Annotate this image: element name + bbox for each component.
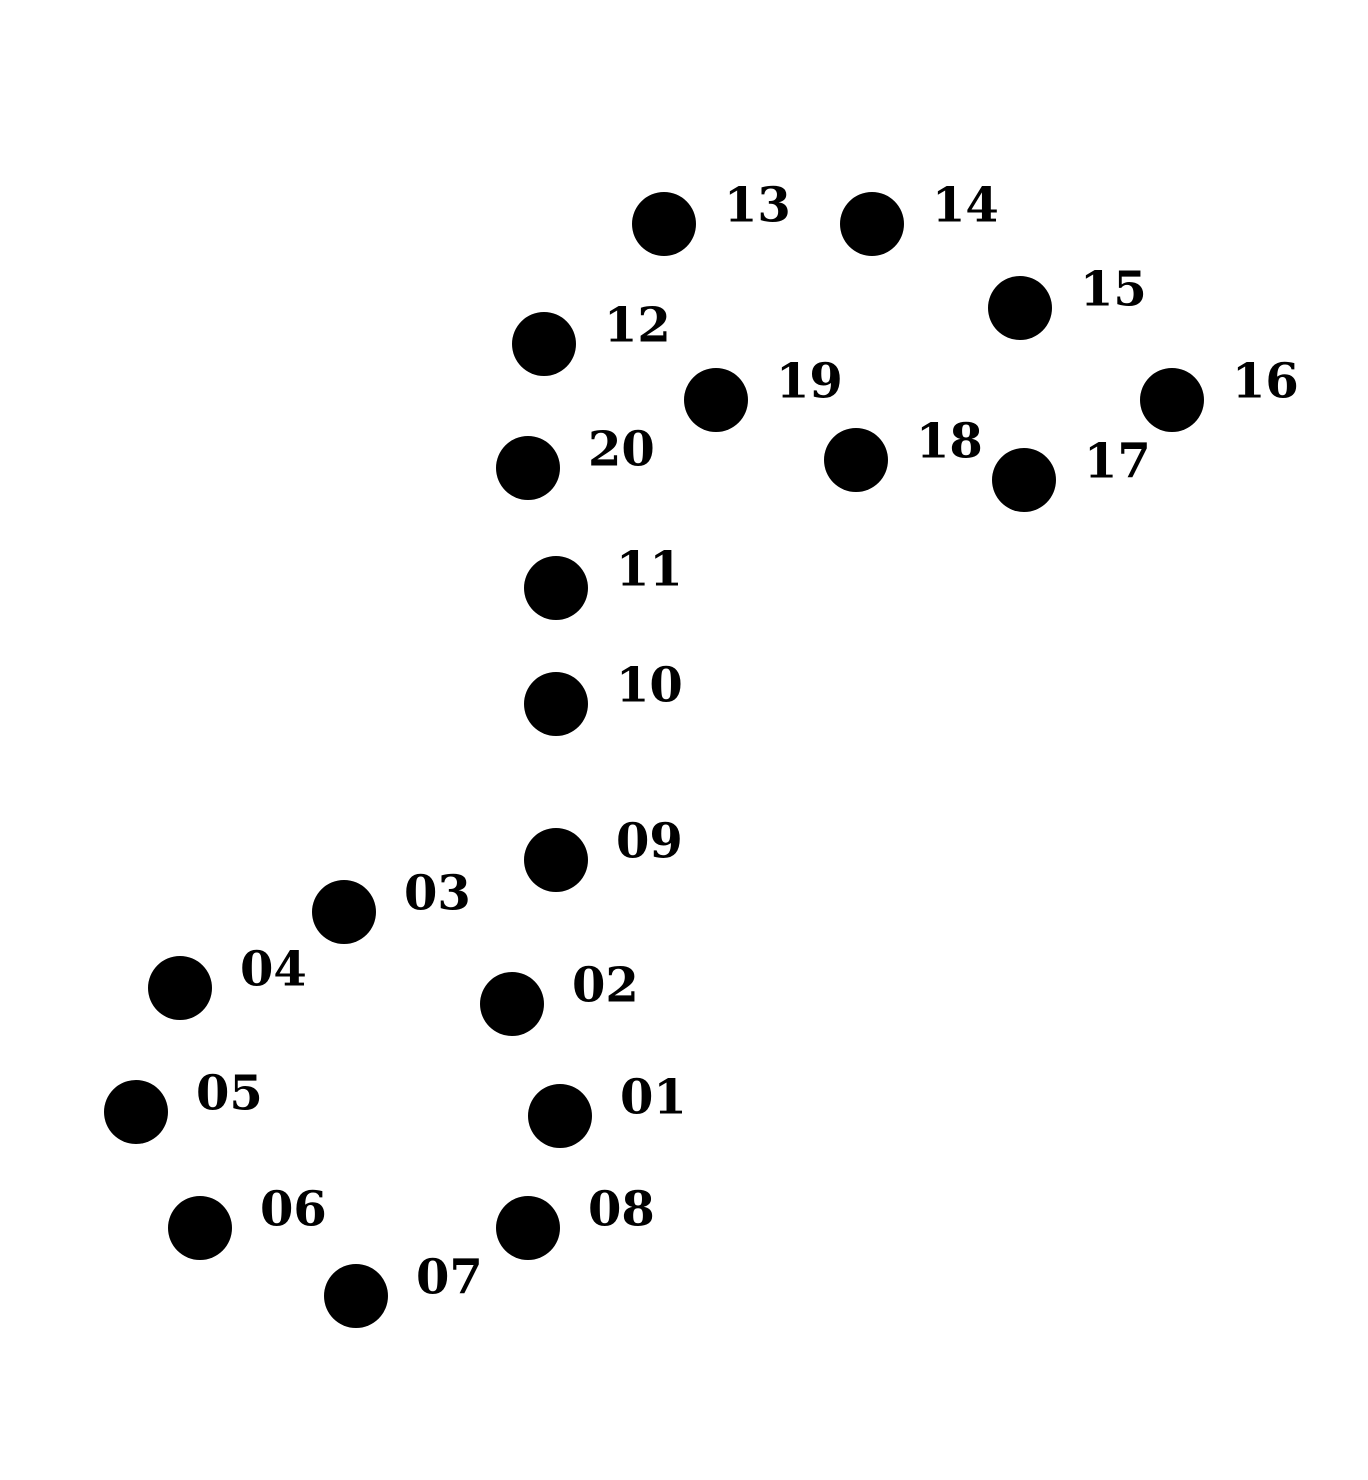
dot-number-label: 19	[776, 354, 843, 410]
dot-marker	[480, 972, 544, 1036]
dot-marker	[524, 556, 588, 620]
puzzle-dot-02: 02	[480, 958, 639, 1036]
dot-number-label: 20	[588, 422, 655, 478]
dot-marker	[148, 956, 212, 1020]
dot-number-label: 05	[196, 1066, 263, 1122]
puzzle-dot-04: 04	[148, 942, 307, 1020]
dot-marker	[312, 880, 376, 944]
dot-marker	[168, 1196, 232, 1260]
dot-marker	[528, 1084, 592, 1148]
puzzle-dot-01: 01	[528, 1070, 687, 1148]
puzzle-dot-15: 15	[988, 262, 1147, 340]
dot-number-label: 12	[604, 298, 671, 354]
puzzle-dot-17: 17	[992, 434, 1151, 512]
dot-number-label: 06	[260, 1182, 327, 1238]
puzzle-dot-19: 19	[684, 354, 843, 432]
dot-number-label: 18	[916, 414, 983, 470]
puzzle-dot-05: 05	[104, 1066, 263, 1144]
puzzle-dot-10: 10	[524, 658, 683, 736]
puzzle-dot-06: 06	[168, 1182, 327, 1260]
dot-number-label: 09	[616, 814, 683, 870]
puzzle-dot-08: 08	[496, 1182, 655, 1260]
puzzle-dot-03: 03	[312, 866, 471, 944]
dot-marker	[684, 368, 748, 432]
dot-marker	[632, 192, 696, 256]
dot-number-label: 14	[932, 178, 999, 234]
dot-marker	[104, 1080, 168, 1144]
puzzle-dot-18: 18	[824, 414, 983, 492]
dot-marker	[496, 436, 560, 500]
dot-number-label: 03	[404, 866, 471, 922]
puzzle-dot-13: 13	[632, 178, 791, 256]
dot-marker	[824, 428, 888, 492]
dot-number-label: 01	[620, 1070, 687, 1126]
dot-marker	[988, 276, 1052, 340]
puzzle-dot-09: 09	[524, 814, 683, 892]
dot-number-label: 10	[616, 658, 683, 714]
puzzle-dot-11: 11	[524, 542, 683, 620]
puzzle-dot-14: 14	[840, 178, 999, 256]
dot-marker	[324, 1264, 388, 1328]
puzzle-dot-16: 16	[1140, 354, 1299, 432]
dot-marker	[840, 192, 904, 256]
dot-number-label: 11	[616, 542, 683, 598]
dot-marker	[496, 1196, 560, 1260]
dot-marker	[524, 672, 588, 736]
dot-marker	[1140, 368, 1204, 432]
dot-number-label: 17	[1084, 434, 1151, 490]
dot-number-label: 16	[1232, 354, 1299, 410]
puzzle-dot-07: 07	[324, 1250, 483, 1328]
dot-marker	[992, 448, 1056, 512]
dot-number-label: 07	[416, 1250, 483, 1306]
dot-number-label: 08	[588, 1182, 655, 1238]
dot-marker	[512, 312, 576, 376]
dot-number-label: 02	[572, 958, 639, 1014]
dot-marker	[524, 828, 588, 892]
dot-number-label: 04	[240, 942, 307, 998]
dot-number-label: 13	[724, 178, 791, 234]
puzzle-dot-20: 20	[496, 422, 655, 500]
dot-number-label: 15	[1080, 262, 1147, 318]
puzzle-dot-12: 12	[512, 298, 671, 376]
